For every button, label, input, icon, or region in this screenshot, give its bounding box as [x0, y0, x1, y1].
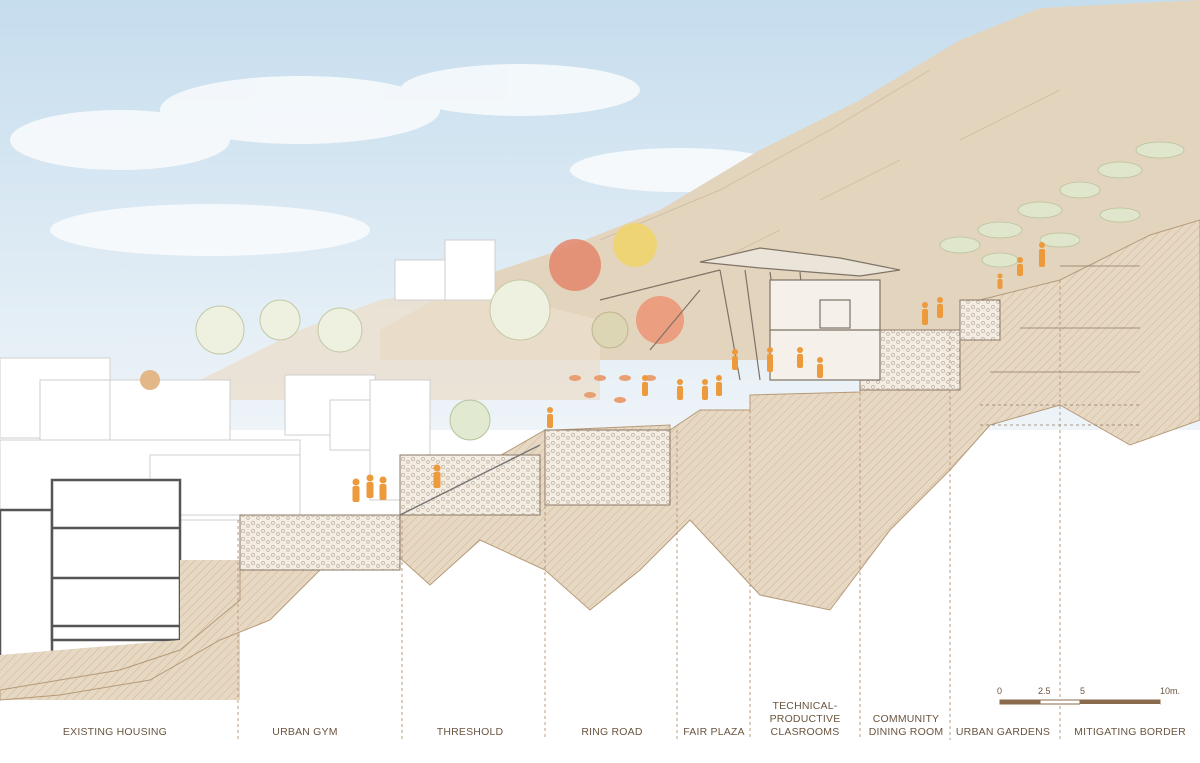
classroom-structure: [599, 247, 901, 381]
zone-label-urban-gardens: URBAN GARDENS: [955, 726, 1051, 738]
zone-label-ring-road: RING ROAD: [581, 726, 643, 738]
zone-label-mitigating-border: MITIGATING BORDER: [1074, 726, 1186, 738]
zone-label-technical-productive-classrooms: TECHNICAL- PRODUCTIVE CLASROOMS: [769, 700, 841, 738]
existing-housing-section: [0, 478, 182, 672]
retaining-walls: [239, 299, 1001, 571]
people-figures: [352, 242, 1045, 502]
zone-label-community-dining-room: COMMUNITY DINING ROOM: [868, 713, 944, 738]
background-buildings: [0, 239, 496, 521]
zone-label-urban-gym: URBAN GYM: [272, 726, 338, 738]
scale-tick-2-5: 2.5: [1038, 686, 1051, 696]
scale-tick-10m: 10m.: [1160, 686, 1181, 696]
zone-dividers: [237, 280, 1061, 740]
zone-label-fair-plaza: FAIR PLAZA: [683, 726, 745, 738]
scale-tick-5: 5: [1080, 686, 1086, 696]
zone-label-threshold: THRESHOLD: [436, 726, 504, 738]
level-markers: [980, 265, 1140, 426]
vegetation: [140, 141, 1185, 441]
scale-tick-0: 0: [997, 686, 1003, 696]
scale-bar: [999, 699, 1161, 707]
zone-label-existing-housing: EXISTING HOUSING: [62, 726, 168, 738]
